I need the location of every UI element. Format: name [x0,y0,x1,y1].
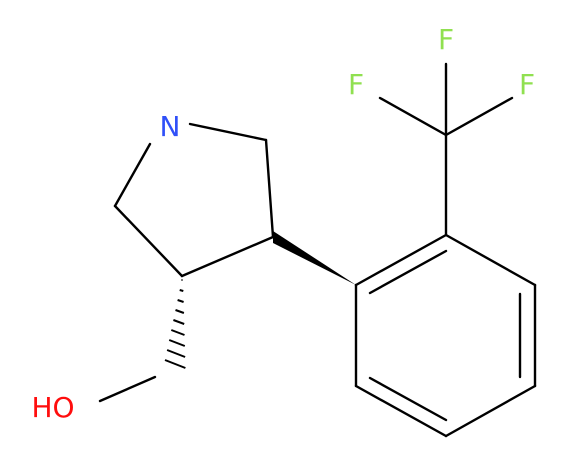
fluorine-left-label: F [348,68,364,101]
bond-ar2-ar3 [444,233,537,287]
bond-cf3-f-right [444,96,514,137]
bond-c2-c3 [264,138,275,239]
bond-c4-c5 [113,204,184,278]
bond-ar5-ar6 [354,384,448,438]
bond-inner-3 [368,376,448,422]
bond-inner-1 [368,249,448,295]
bond-ch2-o [98,375,157,403]
bond-n-c2 [188,122,268,142]
hashed-bond [164,279,186,369]
bond-c5-n [113,142,152,208]
bond-cf3-f-left [378,96,448,137]
nitrogen-label: N [160,110,181,143]
bond-ar4-ar5 [444,384,537,438]
fluorine-right-label: F [519,68,535,101]
bond-ar1-ar2 [354,233,448,287]
bond-c3-c4 [180,235,275,278]
hydroxyl-label: HO [31,391,74,424]
bonds [98,62,537,438]
fluorine-top-label: F [438,23,454,56]
wedge-bond [273,231,356,285]
